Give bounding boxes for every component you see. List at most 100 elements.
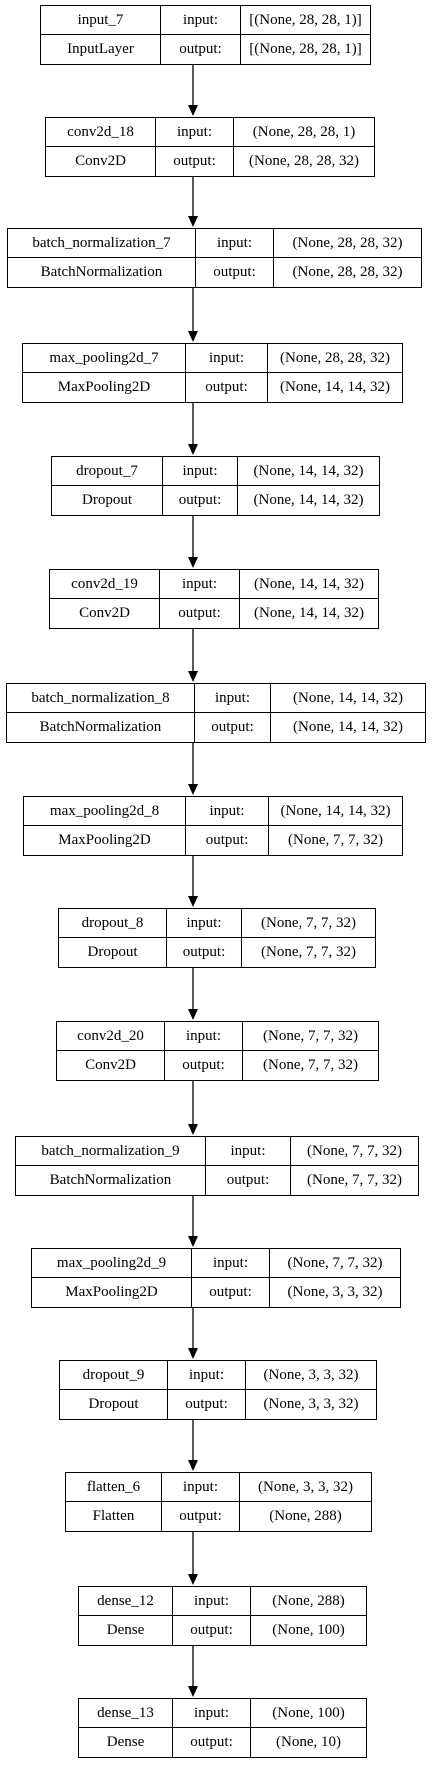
layer-name: conv2d_20 (57, 1022, 165, 1051)
layer-name: max_pooling2d_8 (24, 797, 186, 826)
input-label: input: (162, 1473, 240, 1502)
arrowhead (188, 671, 198, 682)
input-label: input: (192, 1249, 270, 1278)
output-shape: (None, 14, 14, 32) (280, 379, 390, 395)
output-shape: (None, 10) (276, 1734, 341, 1750)
input-shape: (None, 288) (251, 1587, 366, 1616)
arrowhead (188, 1348, 198, 1359)
layer-name: batch_normalization_9 (16, 1137, 206, 1166)
output-label: output: (196, 258, 274, 287)
output-shape: (None, 288) (269, 1508, 342, 1524)
input-label: input: (186, 344, 268, 373)
output-label: output: (167, 938, 242, 967)
input-shape: (None, 7, 7, 32) (242, 909, 375, 938)
layer-type: MaxPooling2D (24, 826, 186, 855)
layer-type: BatchNormalization (16, 1166, 206, 1195)
input-shape: (None, 100) (251, 1699, 366, 1728)
output-label: output: (173, 1728, 251, 1757)
input-shape: (None, 28, 28, 1) (234, 118, 374, 147)
layer-type: Conv2D (50, 599, 160, 628)
input-label: input: (186, 797, 269, 826)
output-shape: (None, 7, 7, 32) (288, 832, 383, 848)
output-label: output: (173, 1616, 251, 1645)
layer-type: Conv2D (46, 147, 156, 176)
output-label: output: (162, 1502, 240, 1531)
layer-type: MaxPooling2D (32, 1278, 192, 1307)
layer-name: dropout_8 (59, 909, 167, 938)
input-shape: (None, 14, 14, 32) (269, 797, 402, 826)
layer-type: MaxPooling2D (23, 373, 186, 402)
layer-name: dense_12 (79, 1587, 173, 1616)
output-label: output: (195, 713, 271, 742)
input-shape: (None, 14, 14, 32) (271, 684, 425, 713)
layer-name: conv2d_18 (46, 118, 156, 147)
input-label: input: (196, 229, 274, 258)
output-shape: (None, 3, 3, 32) (287, 1284, 383, 1300)
arrowhead (188, 896, 198, 907)
layer-type: Dropout (60, 1390, 168, 1419)
input-shape: (None, 14, 14, 32) (238, 457, 379, 486)
arrowhead (188, 331, 198, 342)
output-label: output: (160, 599, 240, 628)
output-shape: (None, 14, 14, 32) (253, 492, 364, 508)
input-label: input: (160, 570, 240, 599)
input-label: input: (163, 457, 238, 486)
input-label: input: (206, 1137, 291, 1166)
output-shape: (None, 14, 14, 32) (254, 605, 364, 621)
output-label: output: (163, 486, 238, 515)
arrowhead (188, 216, 198, 227)
input-shape: (None, 3, 3, 32) (246, 1361, 376, 1390)
output-label: output: (186, 373, 268, 402)
input-label: input: (195, 684, 271, 713)
arrowhead (188, 784, 198, 795)
output-label: output: (161, 35, 241, 64)
layer-type: Dropout (52, 486, 163, 515)
output-shape: (None, 7, 7, 32) (307, 1172, 402, 1188)
arrowhead (188, 1574, 198, 1585)
arrowhead (188, 1236, 198, 1247)
layer-name: batch_normalization_8 (7, 684, 195, 713)
arrowhead (188, 105, 198, 116)
layer-type: BatchNormalization (7, 713, 195, 742)
output-label: output: (186, 826, 269, 855)
input-shape: [(None, 28, 28, 1)] (241, 6, 370, 35)
output-shape: (None, 28, 28, 32) (292, 264, 403, 280)
input-shape: (None, 28, 28, 32) (274, 229, 421, 258)
layer-type: Dense (79, 1616, 173, 1645)
arrowhead (188, 444, 198, 455)
input-label: input: (156, 118, 234, 147)
output-shape: (None, 7, 7, 32) (263, 1057, 358, 1073)
arrowhead (188, 557, 198, 568)
arrowhead (188, 1124, 198, 1135)
input-label: input: (168, 1361, 246, 1390)
layer-type: InputLayer (41, 35, 161, 64)
output-label: output: (192, 1278, 270, 1307)
output-label: output: (156, 147, 234, 176)
layer-name: conv2d_19 (50, 570, 160, 599)
input-label: input: (161, 6, 241, 35)
layer-name: flatten_6 (66, 1473, 162, 1502)
output-shape: (None, 7, 7, 32) (261, 944, 356, 960)
input-label: input: (173, 1587, 251, 1616)
layer-name: max_pooling2d_9 (32, 1249, 192, 1278)
arrowhead (188, 1686, 198, 1697)
layer-type: BatchNormalization (8, 258, 196, 287)
layer-type: Flatten (66, 1502, 162, 1531)
input-label: input: (173, 1699, 251, 1728)
output-shape: (None, 100) (272, 1622, 345, 1638)
input-shape: (None, 7, 7, 32) (291, 1137, 418, 1166)
layer-type: Dropout (59, 938, 167, 967)
